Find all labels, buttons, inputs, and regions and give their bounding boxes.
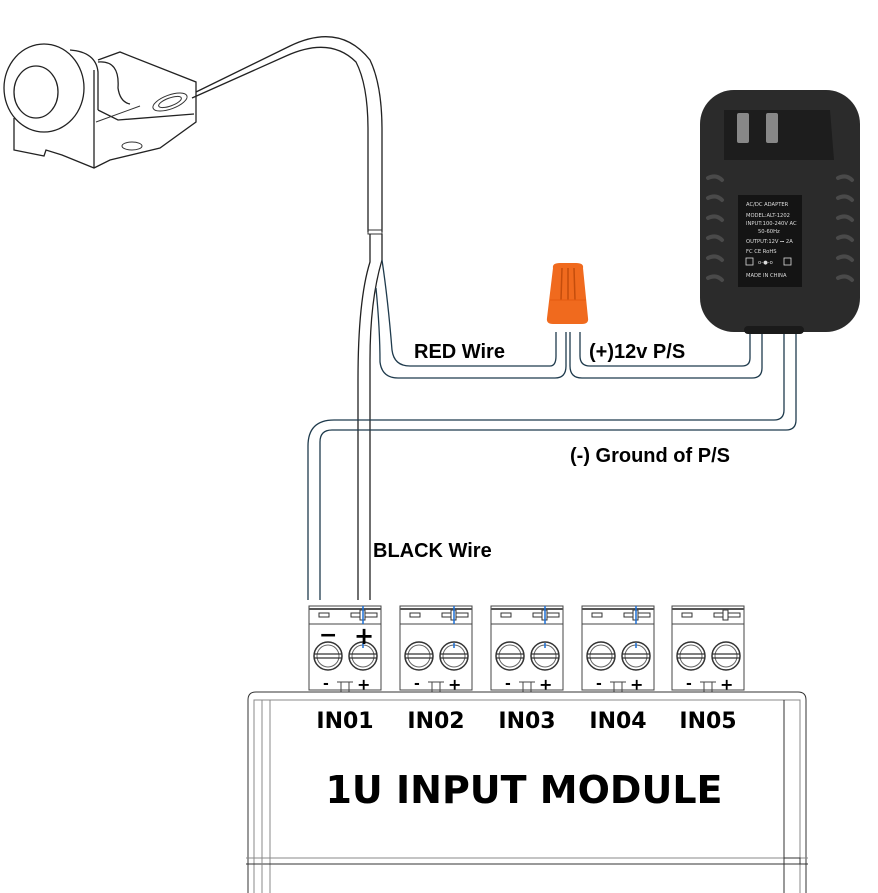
- black-wire-label: BLACK Wire: [373, 540, 492, 562]
- minus-mark: -: [596, 676, 602, 692]
- screw-terminal-minus[interactable]: [495, 641, 525, 671]
- adapter-label: [738, 195, 802, 287]
- port-label-in02: IN02: [407, 709, 464, 734]
- sensor-bracket-icon: [3, 36, 383, 235]
- adapter-label-line: OUTPUT:12V ⎓ 2A: [746, 239, 793, 245]
- port-label-in03: IN03: [498, 709, 555, 734]
- minus-mark: -: [414, 676, 420, 692]
- adapter-label-line: MADE IN CHINA: [746, 273, 787, 279]
- adapter-label-line: FC CE RoHS: [746, 249, 777, 255]
- red-wire-label: RED Wire: [414, 341, 505, 363]
- screw-terminal-plus[interactable]: [439, 641, 469, 671]
- terminal-block: -+: [671, 605, 745, 694]
- red-wire-outer: [381, 259, 557, 367]
- ground-ps-label: (-) Ground of P/S: [570, 445, 730, 467]
- sensor-lens-outer: [3, 43, 85, 133]
- terminal-block: -+: [490, 605, 564, 694]
- positive-ps-label: (+)12v P/S: [589, 341, 685, 363]
- minus-sign: −: [319, 623, 337, 648]
- power-adapter-icon: AC/DC ADAPTER MODEL:ALT-1202 INPUT:100-2…: [700, 90, 860, 334]
- minus-mark: -: [505, 676, 511, 692]
- port-label-in04: IN04: [589, 709, 646, 734]
- class-ii-icon: [783, 257, 792, 266]
- plus-mark: +: [539, 675, 552, 694]
- input-module-body: [246, 691, 808, 893]
- plus-mark: +: [448, 675, 461, 694]
- module-title: 1U INPUT MODULE: [325, 768, 722, 812]
- ground-supply-wire: [307, 332, 797, 600]
- adapter-label-line: 50-60Hz: [758, 229, 780, 235]
- sensor-wires: [357, 234, 567, 600]
- screw-terminal-minus[interactable]: [313, 641, 343, 671]
- adapter-label-line: AC/DC ADAPTER: [746, 202, 789, 208]
- port-label-in05: IN05: [679, 709, 736, 734]
- port-label-in01: IN01: [316, 709, 373, 734]
- terminal-block: -+−+: [308, 605, 382, 694]
- terminal-block: -+: [399, 605, 473, 694]
- adapter-prong-left: [737, 113, 749, 143]
- adapter-prong-right: [766, 113, 778, 143]
- wire-nut-icon: [546, 263, 589, 324]
- adapter-label-line: MODEL:ALT-1202: [746, 213, 790, 219]
- polarity-symbol: o-●-o: [758, 260, 773, 266]
- plus-mark: +: [720, 675, 733, 694]
- screw-terminal-plus[interactable]: [348, 641, 378, 671]
- screw-terminal-minus[interactable]: [676, 641, 706, 671]
- port-labels: IN01 IN02 IN03 IN04 IN05: [316, 709, 736, 734]
- black-wire-right: [369, 234, 383, 600]
- screw-terminal-minus[interactable]: [586, 641, 616, 671]
- plus-sign: +: [354, 622, 374, 650]
- terminal-block: -+: [581, 605, 655, 694]
- adapter-label-line: INPUT:100-240V AC: [746, 221, 797, 227]
- red-wire-inner: [375, 287, 567, 379]
- screw-terminal-minus[interactable]: [404, 641, 434, 671]
- plus-mark: +: [357, 675, 370, 694]
- plus-mark: +: [630, 675, 643, 694]
- black-wire-left: [357, 234, 371, 600]
- positive-supply-wire: [569, 332, 763, 379]
- sensor-lens-inner: [13, 65, 59, 119]
- screw-terminal-plus[interactable]: [530, 641, 560, 671]
- minus-mark: -: [686, 676, 692, 692]
- recycle-icon: [745, 257, 754, 266]
- terminal-blocks: -+−+-+-+-+-+: [308, 605, 745, 694]
- minus-mark: -: [323, 676, 329, 692]
- screw-terminal-plus[interactable]: [711, 641, 741, 671]
